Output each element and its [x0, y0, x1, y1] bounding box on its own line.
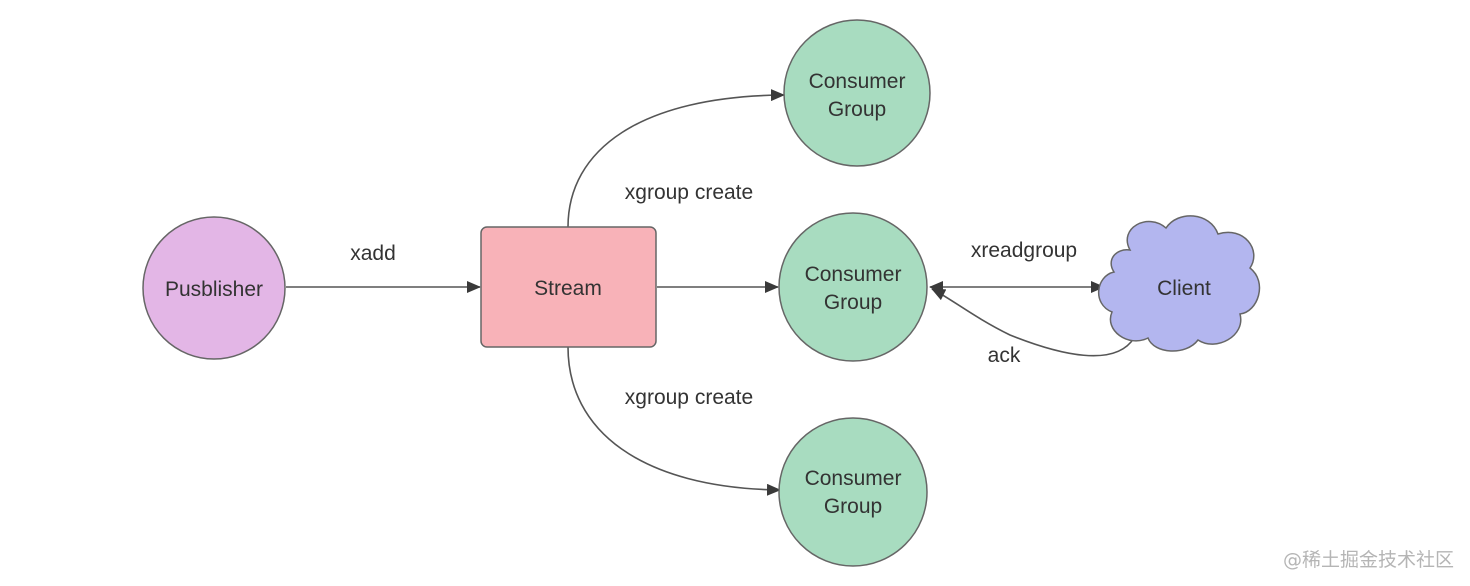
- edge-xgroup-create-bottom: [567, 346, 781, 496]
- edge-xgroup-create-top: [567, 89, 785, 228]
- client-cloud-shape: [1097, 215, 1261, 352]
- edge-label-xreadgroup: xreadgroup: [971, 239, 1077, 262]
- edge-ack: [931, 288, 1135, 357]
- consumer-group-top-shape: [783, 19, 931, 167]
- consumer-group-middle-label-line2: Group: [824, 291, 882, 314]
- edge-label-xgroup-create-bottom: xgroup create: [625, 386, 753, 409]
- watermark: @稀土掘金技术社区: [1282, 549, 1454, 571]
- consumer-group-bottom-label-line2: Group: [824, 495, 882, 518]
- publisher-label: Pusblisher: [165, 278, 263, 301]
- consumer-group-bottom-label-line1: Consumer: [805, 467, 902, 490]
- client-node: Client: [1097, 215, 1261, 352]
- consumer-group-bottom-shape: [778, 417, 928, 567]
- publisher-shape: [142, 216, 286, 360]
- client-label: Client: [1157, 277, 1211, 300]
- edge-label-ack: ack: [988, 344, 1021, 367]
- stream-label: Stream: [534, 277, 602, 300]
- edges: [286, 89, 1135, 496]
- consumer-group-middle-label-line1: Consumer: [805, 263, 902, 286]
- publisher-node: Pusblisher: [142, 216, 286, 360]
- consumer-group-middle-shape: [778, 212, 928, 362]
- consumer-group-middle-node: Consumer Group: [778, 212, 928, 362]
- consumer-group-top-node: Consumer Group: [783, 19, 931, 167]
- consumer-group-top-label-line1: Consumer: [809, 70, 906, 93]
- consumer-group-bottom-node: Consumer Group: [778, 417, 928, 567]
- stream-shape: [480, 226, 657, 348]
- edge-label-xgroup-create-top: xgroup create: [625, 181, 753, 204]
- consumer-group-top-label-line2: Group: [828, 98, 886, 121]
- stream-node: Stream: [480, 226, 657, 348]
- edge-label-xadd: xadd: [350, 242, 396, 265]
